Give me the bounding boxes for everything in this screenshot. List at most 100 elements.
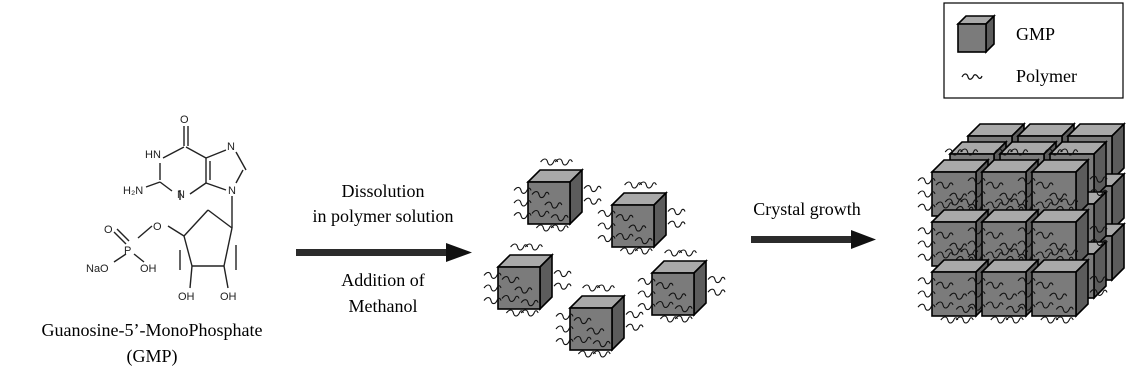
polymer-chain-icon [1010,248,1029,256]
polymer-chain-icon [917,203,936,211]
atom-oh-phosphate: OH [140,263,157,275]
legend-gmp-label: GMP [1016,24,1055,44]
polymer-chain-icon [638,181,657,189]
polymer-chain-icon [520,309,539,317]
polymer-chain-icon [483,284,502,292]
polymer-chain-icon [917,253,936,261]
polymer-chain-icon [935,301,954,309]
polymer-chain-icon [707,288,726,296]
polymer-chain-icon [1017,277,1036,285]
polymer-chain-icon [615,214,634,222]
polymer-chain-icon [1089,275,1108,283]
polymer-chain-icon [1055,316,1074,324]
polymer-chain-icon [555,338,574,346]
polymer-chain-icon [664,249,683,257]
crystal-cube [1017,248,1108,324]
polymer-chain-icon [967,240,986,248]
polymer-chain-icon [674,315,693,323]
atom-n-top: N [227,141,235,153]
polymer-chain-icon [935,201,954,209]
atom-p: P [124,245,131,257]
atom-hn: HN [145,149,161,161]
atom-o-carbonyl: O [180,114,189,126]
polymer-chain-icon [637,277,656,285]
polymer-chain-icon [917,177,936,185]
polymer-chain-icon [597,235,616,243]
crystal-growth-arrow [751,230,876,249]
polymer-chain-icon [510,243,529,251]
polymer-chain-icon [917,227,936,235]
polymer-chain-icon [999,242,1018,250]
polymer-chain-icon [1060,148,1079,156]
dispersed-gmp-cubes [483,158,726,358]
polymer-chain-icon [940,316,959,324]
polymer-chain-icon [513,212,532,220]
polymer-chain-icon [1044,148,1063,156]
polymer-chain-icon [1089,288,1108,296]
polymer-chain-icon [999,292,1018,300]
polymer-chain-icon [583,185,602,193]
step1-top-line2: in polymer solution [313,206,454,226]
polymer-chain-icon [955,316,974,324]
polymer-chain-icon [582,284,601,292]
polymer-chain-icon [615,232,634,241]
polymer-chain-icon [994,248,1013,256]
polymer-chain-icon [555,312,574,320]
polymer-chain-icon [483,271,502,279]
legend-gmp-cube-icon [956,14,996,54]
polymer-chain-icon [1035,251,1054,259]
polymer-chain-icon [985,181,1004,189]
polymer-chain-icon [540,158,559,166]
polymer-chain-icon [1089,175,1108,183]
polymer-chain-icon [592,340,611,348]
atom-n-ring: N [228,185,236,197]
atom-n-low: N [177,189,185,201]
polymer-chain-icon [985,201,1004,209]
polymer-chain-icon [917,240,936,248]
polymer-chain-icon [592,350,611,358]
polymer-chain-icon [960,148,979,156]
polymer-chain-icon [935,181,954,189]
polymer-chain-icon [999,192,1018,200]
atom-o-phosphate: O [104,224,113,236]
polymer-chain-icon [707,276,726,284]
polymer-chain-icon [1044,248,1063,256]
polymer-squiggle-icon [961,73,983,80]
polymer-chain-icon [967,290,986,298]
polymer-chain-icon [501,276,520,284]
polymer-chain-icon [573,317,592,325]
polymer-chain-icon [1017,303,1036,311]
polymer-chain-icon [597,222,616,230]
polymer-chain-icon [619,247,638,255]
gmp-molecule-structure: O HN N H₂N N N O P O NaO OH OH OH [86,114,247,303]
polymer-chain-icon [1044,198,1063,206]
polymer-chain-icon [483,297,502,305]
polymer-chain-icon [1060,248,1079,256]
atom-oh-2: OH [220,291,237,303]
polymer-chain-icon [1035,281,1054,289]
step1-top-line1: Dissolution [341,181,424,201]
polymer-chain-icon [967,277,986,285]
polymer-chain-icon [967,303,986,311]
polymer-chain-icon [944,248,963,256]
polymer-chain-icon [628,224,647,232]
polymer-chain-icon [596,284,615,292]
polymer-chain-icon [514,286,533,294]
crystal-cube [1017,198,1108,274]
molecule-bonds [113,126,247,289]
polymer-chain-icon [550,224,569,232]
polymer-chain-icon [531,191,550,199]
legend: GMP Polymer [943,2,1124,99]
polymer-chain-icon [554,158,573,166]
polymer-chain-icon [1005,316,1024,324]
molecule-name-caption: Guanosine-5’-MonoPhosphate [42,320,263,340]
polymer-chain-icon [659,315,678,323]
polymer-chain-icon [1035,301,1054,309]
polymer-chain-icon [1035,231,1054,239]
polymer-chain-icon [624,181,643,189]
polymer-chain-icon [994,198,1013,206]
polymer-chain-icon [985,251,1004,259]
polymer-chain-icon [634,247,653,255]
polymer-chain-icon [1055,305,1074,313]
polymer-chain-icon [944,148,963,156]
